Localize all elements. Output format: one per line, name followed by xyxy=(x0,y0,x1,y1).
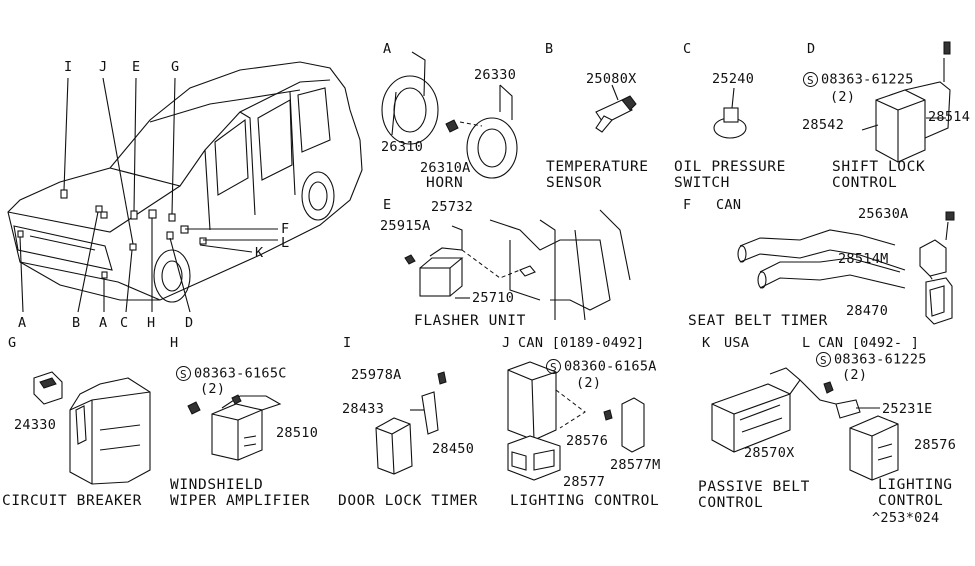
note-usa: USA xyxy=(724,335,750,351)
part-28542: 28542 xyxy=(802,117,845,133)
qty-j: (2) xyxy=(576,375,602,391)
qty-h: (2) xyxy=(200,381,226,397)
part-25080x: 25080X xyxy=(586,71,637,87)
callout-e: E xyxy=(132,59,141,75)
callout-a-front: A xyxy=(18,315,27,331)
part-25915a: 25915A xyxy=(380,218,431,234)
callout-b: B xyxy=(72,315,81,331)
shift-lock-control-illustration xyxy=(861,41,951,163)
section-c-letter: C xyxy=(683,41,692,57)
part-28576-l: 28576 xyxy=(914,437,957,453)
qty-d: (2) xyxy=(830,89,856,105)
callout-k: K xyxy=(255,245,264,261)
part-28570x: 28570X xyxy=(744,445,795,461)
vehicle-illustration xyxy=(7,61,363,313)
callout-g: G xyxy=(171,59,180,75)
caption-door-lock-timer: DOOR LOCK TIMER xyxy=(338,493,478,509)
part-28433: 28433 xyxy=(342,401,385,417)
section-l-letter: L xyxy=(802,335,811,351)
caption-oil-pressure: OIL PRESSURE xyxy=(674,159,786,175)
section-i-letter: I xyxy=(343,335,352,351)
section-f-letter: F xyxy=(683,197,692,213)
section-j-letter: J xyxy=(502,335,511,351)
section-b-letter: B xyxy=(545,41,554,57)
section-h-letter: H xyxy=(170,335,179,351)
section-g-letter: G xyxy=(8,335,17,351)
section-d-letter: D xyxy=(807,41,816,57)
callout-f: F xyxy=(281,221,290,237)
circuit-breaker-illustration xyxy=(33,371,151,485)
callout-l: L xyxy=(281,235,290,251)
callout-j: J xyxy=(99,59,108,75)
drawing-code: ^253*024 xyxy=(872,510,940,526)
caption-horn: HORN xyxy=(426,175,464,191)
caption-passive-belt: PASSIVE BELT xyxy=(698,479,810,495)
caption-lighting-control-j: LIGHTING CONTROL xyxy=(510,493,660,509)
seat-belt-timer-illustration xyxy=(737,211,955,325)
qty-l: (2) xyxy=(842,367,868,383)
part-25978a: 25978A xyxy=(351,367,402,383)
part-25732: 25732 xyxy=(431,199,474,215)
part-28514m: 28514M xyxy=(838,251,889,267)
part-28514: 28514 xyxy=(928,109,971,125)
part-25710: 25710 xyxy=(472,290,515,306)
part-26310a: 26310A xyxy=(420,160,471,176)
caption-control-k: CONTROL xyxy=(698,495,764,511)
part-28577m: 28577M xyxy=(610,457,661,473)
horn-illustration xyxy=(381,51,518,179)
caption-wiper-amplifier: WIPER AMPLIFIER xyxy=(170,493,310,509)
part-28576-j: 28576 xyxy=(566,433,609,449)
lighting-control-l-illustration xyxy=(799,379,899,481)
caption-seat-belt-timer: SEAT BELT TIMER xyxy=(688,313,828,329)
part-25240: 25240 xyxy=(712,71,755,87)
note-can-j: CAN [0189-0492] xyxy=(518,335,645,351)
part-28450: 28450 xyxy=(432,441,475,457)
caption-circuit-breaker: CIRCUIT BREAKER xyxy=(2,493,142,509)
passive-belt-control-illustration xyxy=(711,367,801,453)
s-bolt-icon: S xyxy=(816,352,831,367)
wiper-amplifier-illustration xyxy=(187,394,282,461)
callout-d: D xyxy=(185,315,194,331)
caption-switch: SWITCH xyxy=(674,175,730,191)
temperature-sensor-illustration xyxy=(595,84,637,133)
section-k-letter: K xyxy=(702,335,711,351)
note-can-l: CAN [0492- ] xyxy=(818,335,920,351)
flasher-unit-illustration xyxy=(404,209,631,321)
part-28470: 28470 xyxy=(846,303,889,319)
part-28510: 28510 xyxy=(276,425,319,441)
s-bolt-icon: S xyxy=(176,366,191,381)
caption-shift-lock: SHIFT LOCK xyxy=(832,159,926,175)
door-lock-timer-illustration xyxy=(375,371,447,475)
callout-i: I xyxy=(64,59,73,75)
section-e-letter: E xyxy=(383,197,392,213)
caption-windshield: WINDSHIELD xyxy=(170,477,264,493)
caption-lighting: LIGHTING xyxy=(878,477,953,493)
s-bolt-icon: S xyxy=(546,359,561,374)
part-24330: 24330 xyxy=(14,417,57,433)
callout-a-rear: A xyxy=(99,315,108,331)
note-can-f: CAN xyxy=(716,197,742,213)
part-25630a: 25630A xyxy=(858,206,909,222)
part-28577: 28577 xyxy=(563,474,606,490)
section-a-letter: A xyxy=(383,41,392,57)
caption-sensor: SENSOR xyxy=(546,175,602,191)
caption-control-d: CONTROL xyxy=(832,175,898,191)
caption-temperature: TEMPERATURE xyxy=(546,159,649,175)
part-26310: 26310 xyxy=(381,139,424,155)
oil-pressure-switch-illustration xyxy=(713,87,747,139)
callout-c: C xyxy=(120,315,129,331)
callout-h: H xyxy=(147,315,156,331)
s-bolt-icon: S xyxy=(803,72,818,87)
part-25231e: 25231E xyxy=(882,401,933,417)
lighting-control-j-illustration xyxy=(507,361,645,481)
part-26330: 26330 xyxy=(474,67,517,83)
caption-control-l: CONTROL xyxy=(878,493,944,509)
caption-flasher-unit: FLASHER UNIT xyxy=(414,313,526,329)
